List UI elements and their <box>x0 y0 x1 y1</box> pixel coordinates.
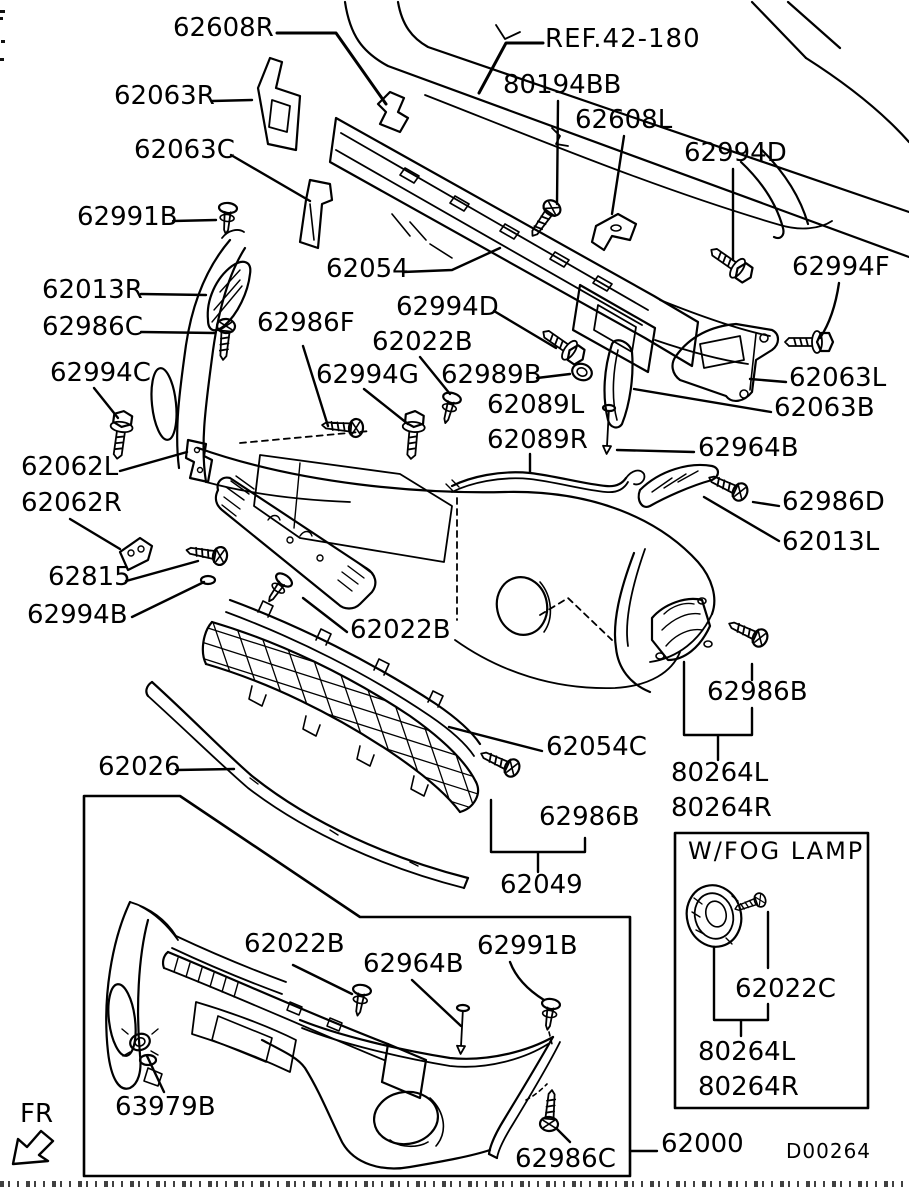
inset-box <box>82 794 632 1178</box>
inset-leaders <box>145 960 572 1144</box>
bolt-62994f <box>783 329 835 355</box>
part-label-62013r: 62013R <box>42 275 143 305</box>
part-label-62054c: 62054C <box>546 732 647 762</box>
part-label-62022b-mid: 62022B <box>350 615 451 645</box>
part-label-62815: 62815 <box>48 562 131 592</box>
bracket-62063B <box>603 339 634 429</box>
part-label-62026: 62026 <box>98 752 181 782</box>
support-bar-62054 <box>328 116 771 374</box>
fog-box-leaders <box>712 910 770 1038</box>
part-label-62989b: 62989B <box>441 360 542 390</box>
bracket-62608L <box>590 212 638 252</box>
part-label-62994c: 62994C <box>50 358 151 388</box>
fog-box-title: W/FOG LAMP <box>688 837 865 865</box>
part-label-62608r: 62608R <box>173 13 274 43</box>
part-label-62013l: 62013L <box>782 527 880 557</box>
bolt-62994d-top <box>703 239 759 288</box>
part-label-80264r: 80264R <box>671 793 772 823</box>
part-label-62991b-inset: 62991B <box>477 931 578 961</box>
scan-noise-strip <box>0 1181 909 1187</box>
harness-62089 <box>445 469 646 494</box>
screw-62986c-inset <box>538 1088 563 1133</box>
license-panel-62815 <box>214 454 453 610</box>
part-label-62022c: 62022C <box>735 974 836 1004</box>
part-label-62994b: 62994B <box>27 600 128 630</box>
part-label-62062r: 62062R <box>21 488 122 518</box>
part-label-62964b: 62964B <box>698 433 799 463</box>
screw-62986b-right <box>724 614 772 651</box>
washer-62994b <box>199 574 217 586</box>
screw-62986c <box>212 317 237 362</box>
part-label-62062l: 62062L <box>21 452 119 482</box>
part-label-62986d: 62986D <box>782 487 885 517</box>
bracket-62062L <box>184 438 214 484</box>
scan-marks <box>0 10 5 61</box>
part-label-62063r: 62063R <box>114 81 215 111</box>
part-label-62063b: 62063B <box>774 393 875 423</box>
part-label-62986f: 62986F <box>257 308 355 338</box>
leader-lines <box>68 31 841 1153</box>
part-label-62608l: 62608L <box>575 105 673 135</box>
screw-62986b-low <box>476 744 524 781</box>
part-label-62986c: 62986C <box>42 312 143 342</box>
bracket-62063L <box>671 322 780 402</box>
part-label-80264r-fog: 80264R <box>698 1072 799 1102</box>
part-label-62049: 62049 <box>500 870 583 900</box>
retainer-strip-62026 <box>145 680 470 890</box>
fog-bracket-80264 <box>650 597 713 662</box>
bracket-62062R <box>118 536 154 572</box>
part-label-63979b: 63979B <box>115 1092 216 1122</box>
clip-62022b-top <box>435 389 464 427</box>
bracket-62063R <box>256 56 302 152</box>
part-label-62986b-right: 62986B <box>707 677 808 707</box>
clip-62991b-inset <box>537 996 562 1033</box>
ref-label-42-180: REF.42-180 <box>545 24 701 54</box>
bracket-62608R <box>376 90 410 134</box>
part-label-62986b-low: 62986B <box>539 802 640 832</box>
part-label-62022b-inset: 62022B <box>244 929 345 959</box>
part-label-62994f: 62994F <box>792 252 890 282</box>
part-label-62964b-inset: 62964B <box>363 949 464 979</box>
part-label-62994d-mid: 62994D <box>396 292 499 322</box>
part-label-62054: 62054 <box>326 254 409 284</box>
part-label-62063l: 62063L <box>789 363 887 393</box>
inset-bumper-drawing <box>105 900 561 1170</box>
clip-62022b-mid <box>260 569 296 608</box>
diagram-code: D00264 <box>786 1139 872 1163</box>
part-label-62089r: 62089R <box>487 425 588 455</box>
part-label-62994d-top: 62994D <box>684 138 787 168</box>
bracket-62063C <box>298 178 334 250</box>
pin-62964b-inset <box>453 1003 471 1056</box>
part-label-62991b: 62991B <box>77 202 178 232</box>
fasteners-main <box>105 196 835 781</box>
part-label-62063c: 62063C <box>134 135 235 165</box>
part-label-80194bb: 80194BB <box>503 70 622 100</box>
part-label-62089l: 62089L <box>487 390 585 420</box>
screw-62986d <box>704 468 752 505</box>
cowl-ref-42-180 <box>343 0 909 259</box>
clip-62022b-inset <box>347 982 373 1019</box>
part-label-62022b-top: 62022B <box>372 327 473 357</box>
bumper-face-center <box>196 430 716 694</box>
fr-label: FR <box>20 1099 54 1129</box>
inset-fasteners <box>121 982 563 1133</box>
fog-lamp-box <box>673 831 870 1110</box>
fr-direction-arrow-icon <box>11 1129 55 1166</box>
part-label-80264l-fog: 80264L <box>698 1037 796 1067</box>
bolt-62994d-mid <box>535 321 591 370</box>
part-label-62986c-inset: 62986C <box>515 1144 616 1174</box>
part-label-80264l: 80264L <box>671 758 769 788</box>
assembly-label-62000: 62000 <box>661 1129 744 1159</box>
pin-62964b <box>599 403 617 456</box>
trim-62013L <box>637 463 720 508</box>
grille-retainer <box>225 598 482 757</box>
bolt-62994g <box>398 408 428 461</box>
left-fender-62013R-area <box>150 229 351 503</box>
part-label-62994g: 62994G <box>316 360 419 390</box>
